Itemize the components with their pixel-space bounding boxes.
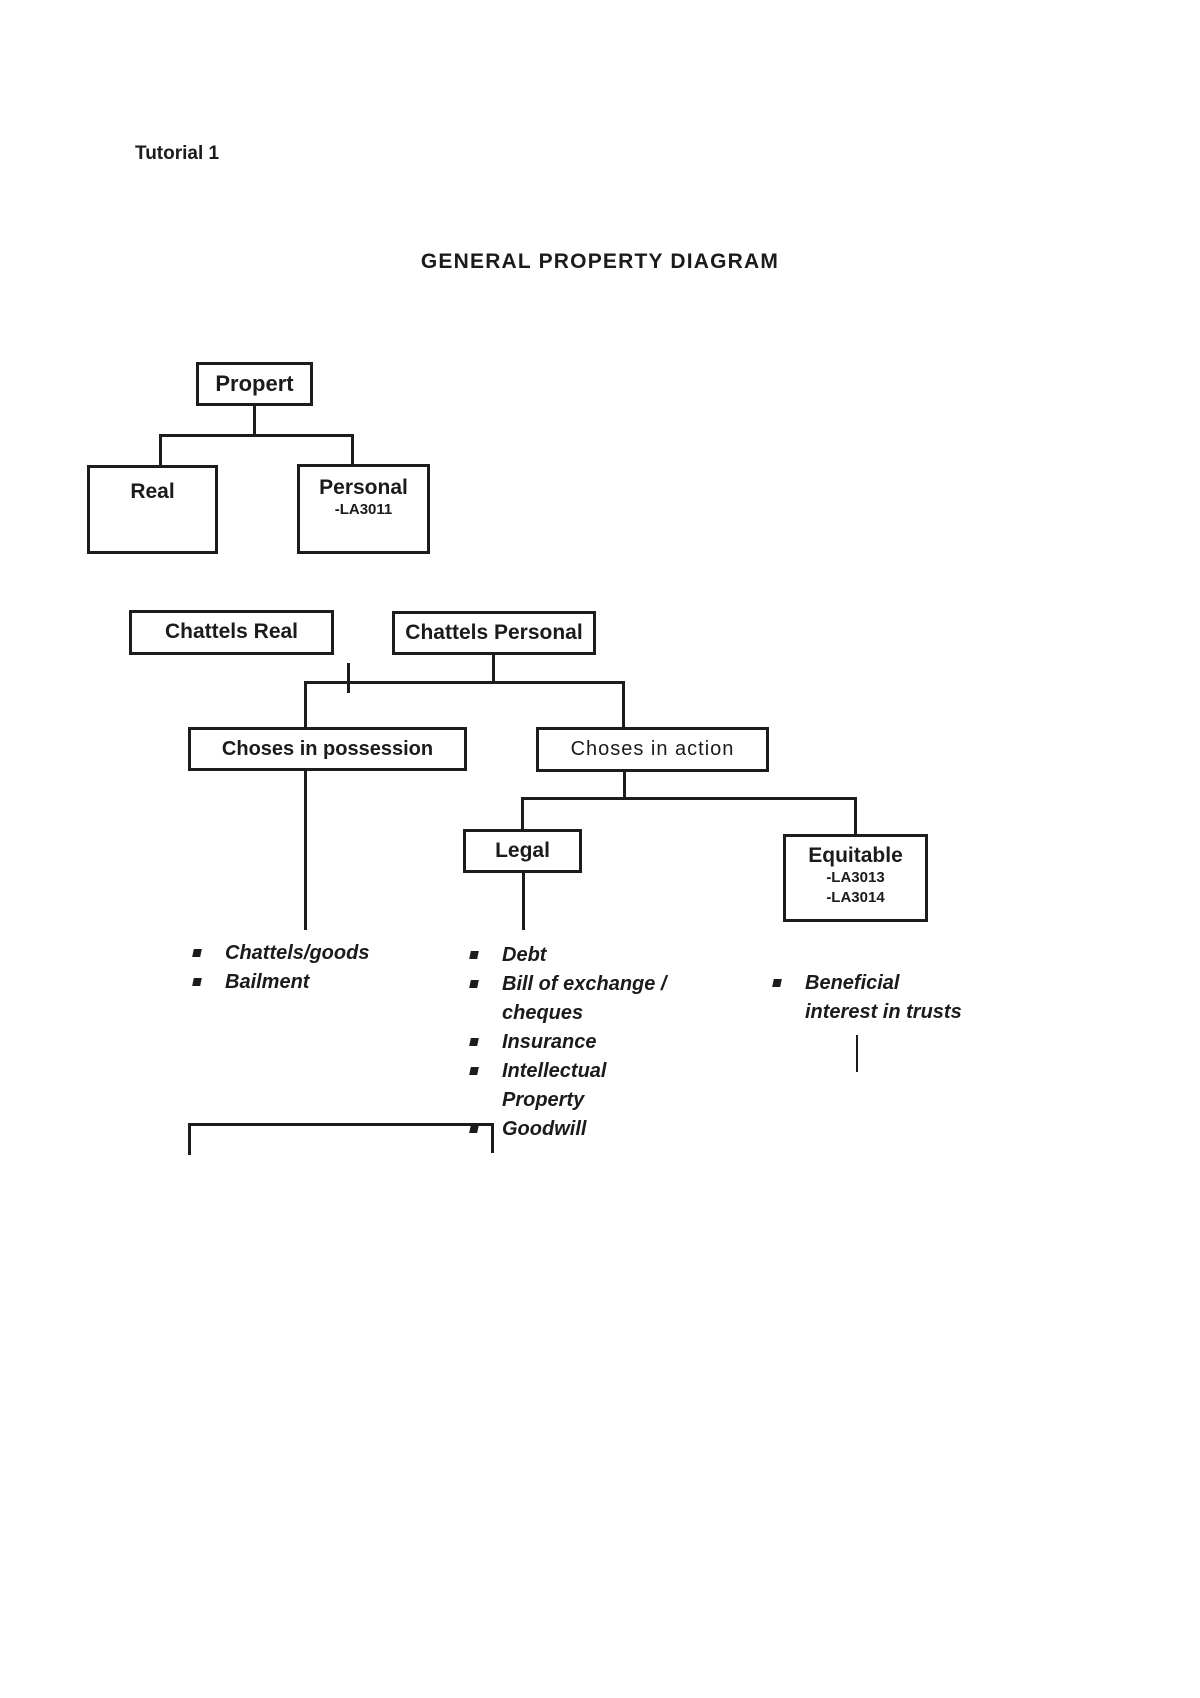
bracket-top bbox=[188, 1123, 494, 1126]
node-choses-in-possession: Choses in possession bbox=[188, 727, 467, 771]
list-item: Debt bbox=[469, 941, 681, 970]
connector-trusts-down bbox=[856, 1035, 858, 1072]
node-property: Propert bbox=[196, 362, 313, 406]
list-item: Bailment bbox=[192, 968, 392, 997]
node-legal: Legal bbox=[463, 829, 582, 873]
possession-items-list: Chattels/goods Bailment bbox=[192, 939, 392, 997]
node-equitable-label: Equitable bbox=[808, 844, 903, 867]
list-item: Insurance bbox=[469, 1028, 681, 1057]
connector-chattels-personal-down bbox=[492, 654, 495, 684]
connector-action-drop bbox=[622, 681, 625, 727]
equitable-items-list: Beneficial interest in trusts bbox=[772, 969, 972, 1027]
connector-row3-horizontal bbox=[521, 797, 857, 800]
node-choses-in-possession-label: Choses in possession bbox=[221, 737, 434, 760]
node-equitable: Equitable -LA3013 -LA3014 bbox=[783, 834, 928, 922]
node-real-label: Real bbox=[130, 480, 175, 503]
connector-personal-drop bbox=[351, 434, 354, 465]
connector-property-down bbox=[253, 406, 256, 437]
connector-possession-drop bbox=[304, 681, 307, 727]
connector-row1-horizontal bbox=[159, 434, 354, 437]
connector-equitable-drop bbox=[854, 797, 857, 834]
node-choses-in-action-label: Choses in action bbox=[570, 738, 735, 760]
node-choses-in-action: Choses in action bbox=[536, 727, 769, 772]
list-item: Goodwill bbox=[469, 1115, 681, 1144]
connector-row2-horizontal bbox=[304, 681, 625, 684]
legal-items-list: Debt Bill of exchange / cheques Insuranc… bbox=[469, 941, 681, 1144]
node-property-label: Propert bbox=[215, 371, 294, 397]
node-chattels-real-label: Chattels Real bbox=[164, 620, 299, 644]
connector-real-drop bbox=[159, 434, 162, 466]
connector-legal-down bbox=[522, 873, 525, 930]
node-chattels-real: Chattels Real bbox=[129, 610, 334, 655]
list-item: Bill of exchange / cheques bbox=[469, 970, 681, 1028]
list-item: Beneficial interest in trusts bbox=[772, 969, 972, 1027]
node-chattels-personal-label: Chattels Personal bbox=[405, 620, 583, 644]
node-chattels-personal: Chattels Personal bbox=[392, 611, 596, 655]
node-personal: Personal -LA3011 bbox=[297, 464, 430, 554]
connector-possession-down bbox=[304, 771, 307, 930]
node-equitable-code-1: -LA3013 bbox=[826, 869, 885, 887]
node-personal-label: Personal bbox=[319, 476, 408, 499]
connector-tick-mark bbox=[347, 663, 350, 693]
connector-action-down bbox=[623, 770, 626, 799]
list-item: Chattels/goods bbox=[192, 939, 392, 968]
node-personal-code: -LA3011 bbox=[334, 501, 393, 519]
node-equitable-code-2: -LA3014 bbox=[826, 889, 885, 907]
bracket-left bbox=[188, 1123, 191, 1155]
node-legal-label: Legal bbox=[495, 838, 550, 862]
diagram-title: GENERAL PROPERTY DIAGRAM bbox=[420, 250, 780, 273]
node-real: Real bbox=[87, 465, 218, 554]
list-item: Intellectual Property bbox=[469, 1057, 681, 1115]
connector-legal-drop bbox=[521, 797, 524, 829]
tutorial-heading: Tutorial 1 bbox=[135, 143, 220, 164]
